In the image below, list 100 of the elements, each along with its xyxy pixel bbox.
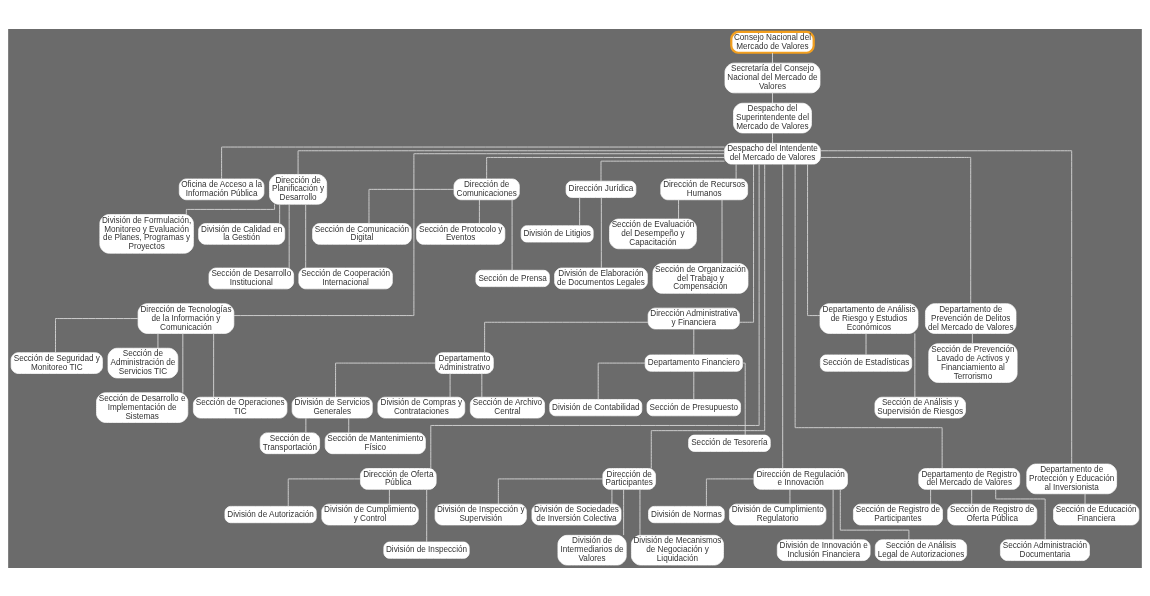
node-box: División de Sociedades de Inversión Colectiva xyxy=(531,503,622,525)
node-box: Departamento de Prevención de Delitos del Mercado de Valores xyxy=(925,302,1017,334)
connector xyxy=(772,132,773,144)
node-box: Sección de Seguridad y Monitoreo TIC xyxy=(10,351,103,374)
node-box: Sección de Desarrollo Institucional xyxy=(208,267,294,289)
connector xyxy=(839,488,910,540)
node-box: División de Normas xyxy=(648,505,725,523)
connector xyxy=(995,488,1046,540)
node-box: Sección de Presupuesto xyxy=(646,398,741,416)
connector xyxy=(287,477,361,507)
node-box: Despacho del Superintendente del Mercado de Valores xyxy=(733,102,812,133)
connector xyxy=(693,328,695,355)
node-box: Sección Administración Documentaria xyxy=(1000,538,1090,561)
node-box: Sección de Organización del Trabajo y Compensación xyxy=(652,262,749,294)
node-box: División de Inspección xyxy=(383,541,470,559)
connector xyxy=(705,477,755,507)
node-box: Sección de Análisis y Supervisión de Riesgos xyxy=(874,396,966,418)
connector xyxy=(639,488,641,536)
connector xyxy=(279,203,281,224)
connector xyxy=(772,92,773,103)
node-box: Sección de Operaciones TIC xyxy=(193,396,288,418)
connector xyxy=(233,152,725,316)
node-box: Sección de Evaluación del Desempeño y Capacitación xyxy=(609,218,697,249)
connector xyxy=(388,488,390,504)
node-box: División de Cumplimiento y Control xyxy=(321,503,419,525)
node-box: Departamento de Registro del Mercado de Valores xyxy=(918,467,1021,490)
connector xyxy=(1084,492,1086,504)
connector xyxy=(930,488,932,504)
connector xyxy=(832,488,834,540)
connector xyxy=(914,332,916,398)
connector xyxy=(213,332,215,398)
node-box: Sección de Prensa xyxy=(475,269,550,287)
connector xyxy=(865,332,867,355)
connector xyxy=(55,317,139,353)
node-box: División de Inspección y Supervisión xyxy=(434,503,527,525)
connector xyxy=(426,488,428,542)
node-box: División de Autorización xyxy=(224,505,317,523)
connector xyxy=(497,477,604,504)
node-box: Sección de Registro de Oferta Pública xyxy=(947,503,1038,525)
connector xyxy=(511,199,513,271)
connector xyxy=(297,149,725,175)
connector xyxy=(484,321,649,353)
node-box: División de Servicios Generales xyxy=(291,396,373,418)
node-box: División de Intermediarios de Valores xyxy=(557,534,627,565)
connector xyxy=(305,203,307,268)
connector xyxy=(971,488,973,504)
node-box: Secretaría del Consejo Nacional del Mercado de Valores xyxy=(724,62,821,93)
connector xyxy=(600,160,725,181)
node-box: División de Compras y Contrataciones xyxy=(377,396,466,418)
connector xyxy=(157,332,159,348)
node-box: Sección de Administración de Servicios TIC xyxy=(107,347,179,378)
connector xyxy=(678,198,679,219)
node-box: Dirección de Tecnologías de la Información y Comunicación xyxy=(137,302,235,334)
node-box: Sección de Mantenimiento Físico xyxy=(324,432,426,454)
connector xyxy=(807,163,821,316)
node-box: Dirección de Planificación y Desarrollo xyxy=(269,173,328,205)
connector xyxy=(721,199,723,264)
connector xyxy=(579,196,581,226)
connector xyxy=(735,163,737,179)
connector xyxy=(182,332,184,393)
node-box: Sección de Transportación xyxy=(259,432,320,454)
node-box: División de Formulación, Monitoreo y Evaluación de Planes, Programas y Proyectos xyxy=(99,213,194,254)
node-box: Dirección de Regulación e Innovación xyxy=(753,467,848,490)
node-box: División de Mecanismos de Negociación y Liquidación xyxy=(631,534,724,565)
connector xyxy=(430,163,760,469)
connector xyxy=(288,203,290,268)
node-box: Sección de Archivo Central xyxy=(469,396,545,418)
node-box: Sección de Cooperación Internacional xyxy=(298,267,393,289)
connector xyxy=(782,163,784,469)
connector xyxy=(971,332,973,344)
node-box: Departamento de Protección y Educación al Inversionista xyxy=(1026,463,1117,494)
node-box: Departamento de Análisis de Riesgo y Estudios Económicos xyxy=(819,302,919,334)
connector xyxy=(820,156,972,304)
node-box: Sección de Educación Financiera xyxy=(1053,503,1140,525)
node-box: Consejo Nacional del Mercado de Valores xyxy=(730,30,815,54)
connector xyxy=(693,370,695,400)
connector xyxy=(789,488,791,504)
node-box: Dirección Jurídica xyxy=(565,180,637,198)
connector xyxy=(600,196,602,268)
node-box: División de Cumplimiento Regulatorio xyxy=(729,503,827,525)
connector xyxy=(335,362,436,398)
connector xyxy=(348,417,350,433)
connector xyxy=(449,372,451,398)
node-box: Oficina de Acceso a la Información Pública xyxy=(178,178,265,200)
connector xyxy=(772,51,773,64)
node-box: División de Innovación e Inclusión Financiera xyxy=(776,538,871,561)
node-box: Dirección de Participantes xyxy=(602,467,656,490)
node-box: División de Elaboración de Documentos Legales xyxy=(554,267,648,289)
node-box: Departamento Financiero xyxy=(644,354,743,372)
connector xyxy=(486,156,725,179)
connector xyxy=(739,163,754,323)
node-box: Sección de Desarrollo e Implementación de Sistemas xyxy=(96,391,189,423)
node-box: Dirección de Oferta Pública xyxy=(360,467,437,490)
connector xyxy=(221,146,725,179)
connector xyxy=(185,203,275,215)
connector xyxy=(794,163,943,469)
node-box: Sección de Protocolo y Eventos xyxy=(416,222,506,245)
node-box: Dirección de Recursos Humanos xyxy=(660,178,748,200)
node-box: División de Litigios xyxy=(520,224,594,242)
node-box: División de Contabilidad xyxy=(549,398,643,416)
